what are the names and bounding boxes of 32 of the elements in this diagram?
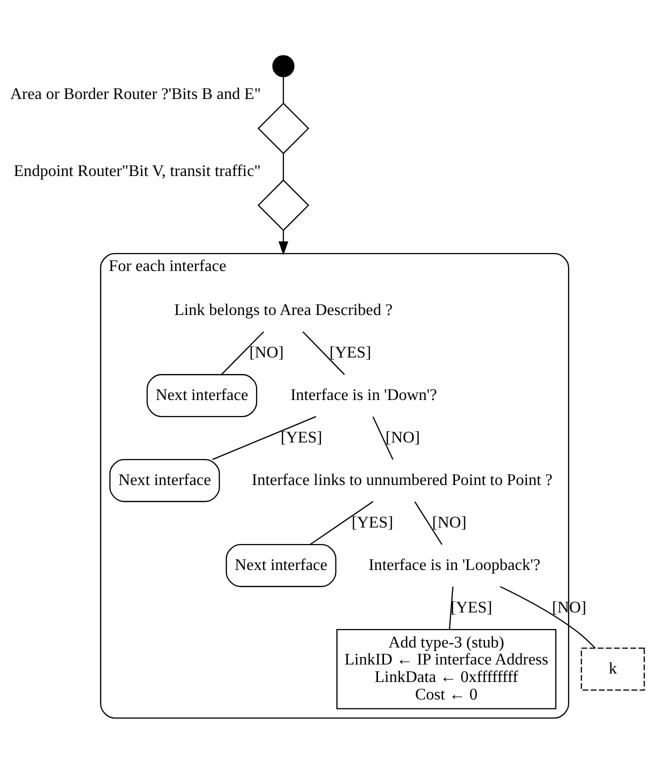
connector bbox=[282, 76, 284, 103]
edge-label: [NO] bbox=[432, 512, 466, 531]
edge-label: [YES] bbox=[280, 426, 322, 446]
connector bbox=[282, 153, 284, 180]
edge-label: [YES] bbox=[450, 596, 492, 616]
connector bbox=[212, 416, 316, 460]
edge-label: [YES] bbox=[330, 342, 372, 361]
connector bbox=[448, 586, 454, 630]
node-box: Add type-3 (stub) LinkID ← IP interface Address LinkData ← 0xffffffff Cost ← 0 bbox=[336, 628, 556, 709]
node-text: Interface is in 'Loopback'? bbox=[368, 554, 540, 574]
node-label: Area or Border Router ?'Bits B and E" bbox=[10, 83, 261, 102]
connector bbox=[372, 416, 394, 460]
node-diamond bbox=[258, 178, 310, 231]
node-text: Interface links to unnumbered Point to Point ? bbox=[252, 469, 552, 488]
edge-label: [NO] bbox=[386, 426, 420, 446]
edge-label: [NO] bbox=[249, 342, 284, 361]
node-box: Next interface bbox=[146, 374, 258, 417]
edge-label: [YES] bbox=[352, 512, 394, 531]
node-box: Next interface bbox=[109, 458, 220, 502]
node-label: Endpoint Router"Bit V, transit traffic" bbox=[14, 160, 261, 180]
arrow bbox=[278, 230, 288, 255]
node-circle bbox=[272, 54, 294, 77]
connector bbox=[302, 330, 345, 374]
node-diamond bbox=[258, 102, 310, 154]
node-text: Link belongs to Area Described ? bbox=[174, 299, 393, 318]
node-box: Next interface bbox=[226, 544, 336, 587]
connector bbox=[310, 500, 374, 544]
connector bbox=[500, 586, 596, 648]
node-text: Interface is in 'Down'? bbox=[290, 384, 437, 404]
node-box: k bbox=[580, 647, 645, 690]
connector bbox=[414, 500, 442, 544]
connector bbox=[221, 330, 264, 374]
